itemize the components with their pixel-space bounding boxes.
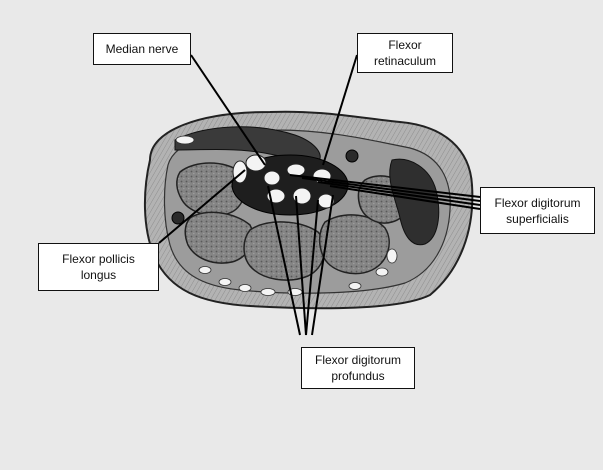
label-median-nerve: Median nerve xyxy=(93,33,191,65)
label-fpl-line-2: longus xyxy=(81,267,116,283)
label-flexor-digitorum-profundus: Flexor digitorum profundus xyxy=(301,347,415,389)
dorsal-tendon-8 xyxy=(376,268,388,276)
dorsal-tendon-5 xyxy=(261,289,275,296)
label-fdp-line-1: Flexor digitorum xyxy=(315,352,401,368)
label-flexor-digitorum-superficialis: Flexor digitorum superficialis xyxy=(480,187,595,234)
dorsal-tendon-9 xyxy=(387,249,397,263)
dorsal-tendon-1 xyxy=(176,136,194,144)
dorsal-tendon-2 xyxy=(199,267,211,274)
label-flexor-pollicis-longus: Flexor pollicis longus xyxy=(38,243,159,291)
tendon-3 xyxy=(287,164,305,176)
tendon-2 xyxy=(264,171,280,185)
label-fpl-line-1: Flexor pollicis xyxy=(62,251,135,267)
dorsal-tendon-3 xyxy=(219,279,231,286)
vessel-right xyxy=(346,150,358,162)
label-fdp-line-2: profundus xyxy=(331,368,384,384)
label-flexor-retinaculum: Flexor retinaculum xyxy=(357,33,453,73)
carpal-bone-4 xyxy=(320,215,390,274)
label-median-nerve-line-1: Median nerve xyxy=(106,41,179,57)
label-fds-line-1: Flexor digitorum xyxy=(494,195,580,211)
label-fds-line-2: superficialis xyxy=(506,211,569,227)
label-flexor-retinaculum-line-1: Flexor xyxy=(388,37,421,53)
dorsal-tendon-4 xyxy=(239,285,251,292)
dorsal-tendon-7 xyxy=(349,283,361,290)
label-flexor-retinaculum-line-2: retinaculum xyxy=(374,53,436,69)
